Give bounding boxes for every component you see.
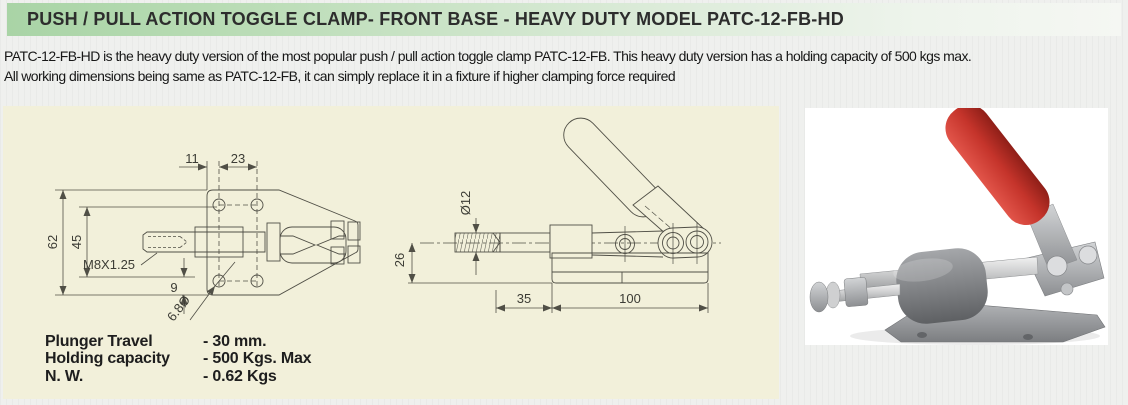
pivot-lobe bbox=[657, 226, 713, 259]
top-view-dimension-lines bbox=[55, 161, 257, 321]
product-description: PATC-12-FB-HD is the heavy duty version … bbox=[4, 47, 972, 86]
clamp-body-block bbox=[549, 224, 593, 259]
page-title: PUSH / PULL ACTION TOGGLE CLAMP- FRONT B… bbox=[27, 9, 844, 29]
pivot-bolt bbox=[1078, 245, 1098, 265]
link-bar bbox=[591, 230, 664, 258]
hole-diameter-label: 6.8Ø bbox=[164, 293, 193, 324]
base-hole bbox=[1023, 334, 1033, 340]
thread-spec-label: M8X1.25 bbox=[83, 257, 135, 272]
guide-sleeve bbox=[194, 226, 244, 258]
side-view-dimension-labels: Ø12 26 35 100 bbox=[392, 191, 641, 306]
pivot-bolt bbox=[1060, 282, 1074, 296]
pivot-pins bbox=[615, 222, 709, 264]
top-view-dimension-labels: 11 23 62 45 9 M8X1.25 6.8Ø bbox=[45, 151, 245, 324]
dim-dia12: Ø12 bbox=[458, 191, 473, 216]
thread-lines bbox=[148, 236, 188, 248]
dim-45: 45 bbox=[69, 235, 84, 249]
spec-table: Plunger Travel - 30 mm. Holding capacity… bbox=[45, 333, 312, 385]
spec-value: - 30 mm. bbox=[203, 333, 267, 350]
dim-35: 35 bbox=[517, 291, 531, 306]
base-rail bbox=[551, 252, 709, 284]
dim-26: 26 bbox=[392, 253, 407, 267]
side-view-dimension-lines bbox=[408, 218, 709, 313]
pivot-bolt bbox=[1046, 255, 1068, 277]
spec-value: - 500 Kgs. Max bbox=[203, 350, 312, 368]
base-plate-outline bbox=[206, 189, 359, 296]
technical-drawing: 11 23 62 45 9 M8X1.25 6.8Ø bbox=[45, 117, 721, 324]
dim-23: 23 bbox=[231, 151, 245, 166]
spec-label: Holding capacity bbox=[45, 350, 170, 368]
spec-row-net-weight: N. W. - 0.62 Kgs bbox=[45, 368, 311, 385]
clamp-collar bbox=[896, 248, 988, 324]
top-view-drawing bbox=[55, 161, 361, 321]
description-line-1: PATC-12-FB-HD is the heavy duty version … bbox=[4, 48, 972, 64]
end-knob bbox=[809, 281, 829, 313]
dim-100: 100 bbox=[619, 291, 641, 306]
dim-11: 11 bbox=[185, 151, 199, 166]
hex-nut bbox=[843, 277, 869, 307]
red-handle bbox=[945, 104, 1050, 226]
plunger-shaft bbox=[499, 232, 551, 253]
dim-9: 9 bbox=[170, 280, 177, 295]
spec-label: Plunger Travel bbox=[45, 333, 153, 350]
spec-row-plunger-travel: Plunger Travel - 30 mm. bbox=[45, 333, 311, 350]
clamp-illustration bbox=[809, 104, 1106, 345]
spec-value: - 0.62 Kgs bbox=[203, 367, 277, 385]
drawing-panel: 11 23 62 45 9 M8X1.25 6.8Ø bbox=[3, 106, 779, 399]
hole-centerlines bbox=[218, 161, 258, 287]
base-hole bbox=[917, 332, 927, 338]
toggle-linkage bbox=[266, 220, 361, 265]
threaded-plunger bbox=[454, 232, 501, 253]
dim-62: 62 bbox=[45, 235, 60, 249]
plunger-rod-top bbox=[142, 231, 266, 253]
product-photo bbox=[805, 104, 1108, 345]
spec-row-holding-capacity: Holding capacity - 500 Kgs. Max bbox=[45, 350, 312, 368]
side-view-drawing bbox=[408, 117, 721, 313]
collar-highlight bbox=[893, 258, 953, 282]
spec-label: N. W. bbox=[45, 367, 84, 385]
description-line-2: All working dimensions being same as PAT… bbox=[4, 67, 676, 84]
header-bar: PUSH / PULL ACTION TOGGLE CLAMP- FRONT B… bbox=[7, 3, 1121, 36]
